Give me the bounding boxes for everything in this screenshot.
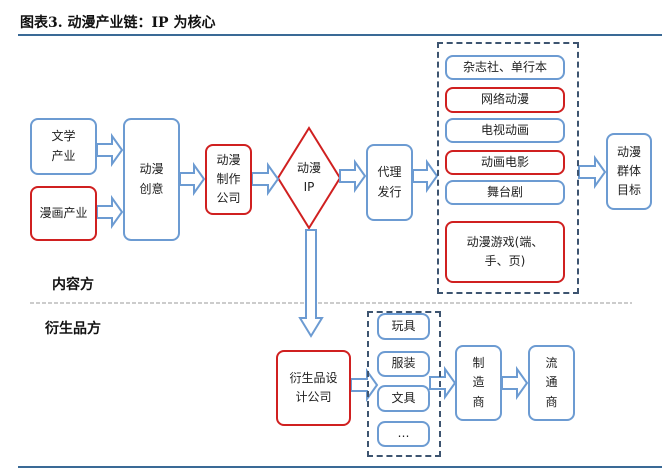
arrow-channels-audience <box>578 154 607 190</box>
product-toys: 玩具 <box>377 313 430 340</box>
channel-anime-film: 动画电影 <box>445 150 565 175</box>
node-audience: 动漫群体目标 <box>606 133 652 210</box>
channel-tv-anime: 电视动画 <box>445 118 565 143</box>
node-designer: 衍生品设计公司 <box>276 350 351 426</box>
node-distribution: 代理发行 <box>366 144 413 221</box>
channel-games: 动漫游戏(端、手、页) <box>445 221 565 283</box>
node-ip: 动漫IP <box>296 160 321 194</box>
products-group <box>367 311 441 457</box>
section-content-label: 内容方 <box>52 277 94 293</box>
node-creative: 动漫创意 <box>123 118 180 241</box>
arrow-literature-creative <box>96 132 124 168</box>
arrow-manufacturer-retailer <box>501 365 529 401</box>
arrow-ip-distribution <box>339 158 367 194</box>
arrow-distribution-channels <box>412 158 439 194</box>
node-retailer: 流通商 <box>528 345 575 421</box>
node-comics: 漫画产业 <box>30 186 97 241</box>
product-clothing: 服装 <box>377 351 430 377</box>
arrow-products-manufacturer <box>429 365 457 401</box>
product-stationery: 文具 <box>377 385 430 412</box>
channel-web-anime: 网络动漫 <box>445 87 565 113</box>
channel-magazine: 杂志社、单行本 <box>445 55 565 80</box>
top-rule <box>18 34 662 36</box>
product-more: … <box>377 421 430 447</box>
node-literature: 文学产业 <box>30 118 97 175</box>
arrow-comics-creative <box>96 194 124 230</box>
ip-diamond <box>276 126 342 230</box>
channel-stage: 舞台剧 <box>445 180 565 205</box>
node-production: 动漫制作公司 <box>205 144 252 215</box>
arrow-creative-production <box>179 161 206 197</box>
channels-group <box>437 42 579 294</box>
arrow-production-ip <box>251 161 280 197</box>
figure-title: 图表3. 动漫产业链：IP 为核心 <box>20 15 216 31</box>
node-manufacturer: 制造商 <box>455 345 502 421</box>
section-derivative-label: 衍生品方 <box>45 321 101 337</box>
arrow-ip-designer <box>298 229 324 338</box>
bottom-rule <box>18 466 662 468</box>
